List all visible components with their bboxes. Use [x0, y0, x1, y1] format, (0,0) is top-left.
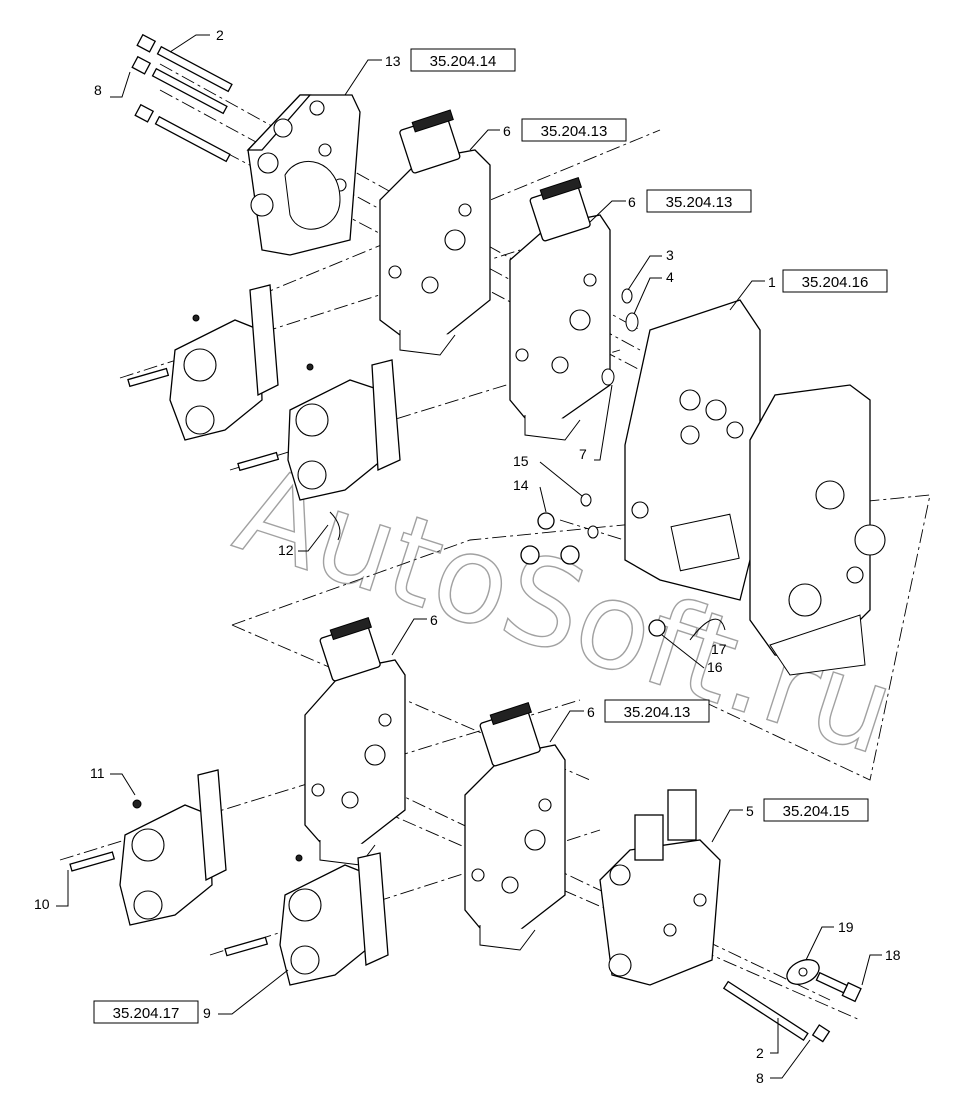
svg-text:15: 15 [513, 453, 529, 469]
callout-8-bottom: 8 [756, 1039, 811, 1086]
reference-box-13[interactable]: 35.204.14 [410, 48, 516, 72]
svg-text:35.204.13: 35.204.13 [624, 704, 691, 721]
svg-text:35.204.17: 35.204.17 [113, 1005, 180, 1022]
callout-13: 13 [344, 53, 401, 96]
callout-2-bottom: 2 [756, 1018, 779, 1061]
svg-text:5: 5 [746, 803, 754, 819]
svg-text:14: 14 [513, 477, 529, 493]
callout-9: 9 [203, 969, 289, 1021]
reference-box-5[interactable]: 35.204.15 [763, 798, 869, 822]
callout-1: 1 [729, 274, 776, 311]
callout-16: 16 [661, 634, 723, 675]
svg-text:8: 8 [94, 82, 102, 98]
svg-text:12: 12 [278, 542, 294, 558]
reference-box-1[interactable]: 35.204.16 [782, 269, 888, 293]
callout-6-c: 6 [391, 612, 438, 656]
svg-text:35.204.13: 35.204.13 [541, 123, 608, 140]
svg-text:35.204.16: 35.204.16 [802, 274, 869, 291]
svg-text:35.204.13: 35.204.13 [666, 194, 733, 211]
reference-box-6-d[interactable]: 35.204.13 [604, 699, 710, 723]
svg-text:17: 17 [711, 641, 727, 657]
callout-2-top: 2 [169, 27, 224, 53]
svg-text:6: 6 [628, 194, 636, 210]
svg-text:6: 6 [430, 612, 438, 628]
svg-text:18: 18 [885, 947, 901, 963]
svg-text:6: 6 [503, 123, 511, 139]
end-cover-5 [599, 789, 721, 986]
callout-11: 11 [90, 765, 136, 796]
flange-upper-a [127, 284, 279, 441]
section-valve-6-bottom-right [464, 702, 566, 951]
reference-box-6-a[interactable]: 35.204.13 [521, 118, 627, 142]
flange-lower-a [69, 769, 227, 926]
callout-10: 10 [34, 870, 69, 912]
reference-box-9[interactable]: 35.204.17 [93, 1000, 199, 1024]
callout-19: 19 [805, 919, 854, 961]
callout-3: 3 [627, 247, 674, 291]
svg-text:8: 8 [756, 1070, 764, 1086]
svg-text:2: 2 [756, 1045, 764, 1061]
svg-text:11: 11 [90, 765, 105, 781]
svg-text:1: 1 [768, 274, 776, 290]
svg-text:3: 3 [666, 247, 674, 263]
callout-8-top: 8 [94, 71, 131, 98]
svg-text:35.204.15: 35.204.15 [783, 803, 850, 820]
section-valve-6-top-right [509, 177, 611, 441]
callout-15: 15 [513, 453, 583, 497]
inlet-body-1 [624, 299, 886, 676]
end-cover-13 [246, 94, 361, 256]
callout-5: 5 [711, 803, 754, 843]
callout-14: 14 [513, 477, 547, 513]
svg-text:10: 10 [34, 896, 50, 912]
svg-text:19: 19 [838, 919, 854, 935]
callout-6-d: 6 [549, 704, 595, 743]
flange-upper-b [237, 359, 401, 541]
seal-rings [580, 288, 639, 539]
plugs [520, 512, 726, 641]
svg-text:9: 9 [203, 1005, 211, 1021]
bottom-fasteners [722, 959, 862, 1043]
callout-12: 12 [278, 524, 329, 558]
svg-text:16: 16 [707, 659, 723, 675]
callout-18: 18 [861, 947, 901, 986]
callout-17: 17 [711, 641, 727, 657]
section-valve-6-top-left [379, 109, 491, 356]
flange-lower-b [224, 852, 389, 986]
svg-text:2: 2 [216, 27, 224, 43]
callout-4: 4 [633, 269, 674, 315]
tie-rods-top [131, 33, 233, 163]
svg-text:13: 13 [385, 53, 401, 69]
callout-6-b: 6 [589, 194, 636, 223]
section-valve-6-bottom-left [304, 617, 406, 866]
svg-text:35.204.14: 35.204.14 [430, 53, 497, 70]
callout-7: 7 [579, 384, 613, 462]
svg-text:6: 6 [587, 704, 595, 720]
svg-text:7: 7 [579, 446, 587, 462]
reference-box-6-b[interactable]: 35.204.13 [646, 189, 752, 213]
callout-6-a: 6 [469, 123, 511, 151]
svg-text:4: 4 [666, 269, 674, 285]
